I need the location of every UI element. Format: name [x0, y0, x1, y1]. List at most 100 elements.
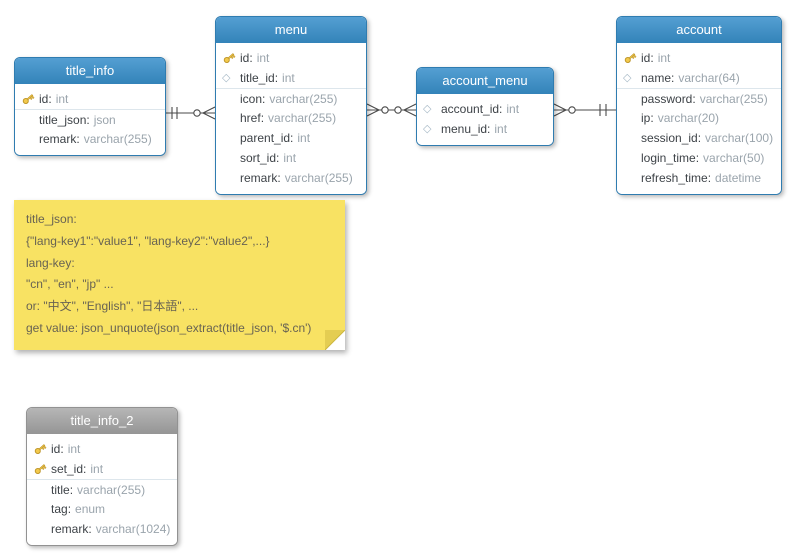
table-header[interactable]: account_menu — [417, 68, 553, 94]
entity-table-menu[interactable]: menu id int ◇ title_id int icon varchar(… — [215, 16, 367, 195]
field-row[interactable]: ◇ menu_id int — [417, 119, 553, 139]
field-name: refresh_time — [641, 171, 711, 185]
entity-table-account[interactable]: account id int ◇ name varchar(64) passwo… — [616, 16, 782, 195]
field-name: account_id — [441, 102, 502, 116]
field-type: json — [93, 112, 116, 127]
field-name: id — [641, 51, 654, 65]
field-type: varchar(255) — [83, 132, 152, 146]
field-type: int — [282, 71, 295, 85]
relationship-title_info-menu[interactable] — [166, 106, 216, 120]
field-name: title — [51, 483, 73, 497]
note-line: or: "中文", "English", "日本語", ... — [26, 299, 199, 314]
field-row[interactable]: refresh_time datetime — [617, 168, 781, 188]
field-row[interactable]: title_json json — [15, 109, 165, 129]
field-name: ip — [641, 111, 654, 125]
table-body: id int title_json json remark varchar(25… — [15, 84, 165, 155]
field-name: login_time — [641, 151, 699, 165]
note-line: lang-key: — [26, 255, 75, 270]
field-name: href — [240, 111, 264, 125]
relationship-account_menu-account[interactable] — [553, 103, 616, 117]
field-name: id — [51, 442, 64, 456]
field-name: name — [641, 71, 674, 85]
field-row[interactable]: ◇ title_id int — [216, 68, 366, 88]
note-line: "cn", "en", "jp" ... — [26, 277, 114, 292]
field-row[interactable]: login_time varchar(50) — [617, 148, 781, 168]
sticky-note[interactable]: title_json: {"lang-key1":"value1", "lang… — [14, 200, 345, 350]
field-row[interactable]: href varchar(255) — [216, 108, 366, 128]
field-name: remark — [240, 171, 281, 185]
foreign-key-diamond-icon: ◇ — [222, 71, 231, 84]
table-title: menu — [274, 22, 308, 37]
table-header[interactable]: account — [617, 17, 781, 43]
table-body: id int ◇ title_id int icon varchar(255) … — [216, 43, 366, 194]
key-icon — [33, 462, 51, 476]
field-row[interactable]: id int — [27, 439, 177, 459]
key-icon — [222, 51, 240, 65]
field-row[interactable]: parent_id int — [216, 128, 366, 148]
field-name: sort_id — [240, 151, 279, 165]
entity-table-title_info[interactable]: title_info id int title_json json remark… — [14, 57, 166, 156]
field-type: varchar(50) — [703, 151, 765, 165]
key-icon — [623, 51, 641, 65]
entity-table-account_menu[interactable]: account_menu ◇ account_id int ◇ menu_id … — [416, 67, 554, 146]
field-type: int — [55, 92, 69, 106]
field-name: tag — [51, 502, 71, 516]
field-name: set_id — [51, 462, 86, 476]
field-row[interactable]: id int — [216, 48, 366, 68]
field-row[interactable]: ip varchar(20) — [617, 108, 781, 128]
field-row[interactable]: title varchar(255) — [27, 479, 177, 499]
field-row[interactable]: remark varchar(255) — [15, 129, 165, 149]
field-row[interactable]: ◇ account_id int — [417, 99, 553, 119]
field-type: varchar(255) — [269, 91, 338, 106]
table-header[interactable]: title_info — [15, 58, 165, 84]
table-header[interactable]: menu — [216, 17, 366, 43]
field-row[interactable]: id int — [617, 48, 781, 68]
field-name: remark — [51, 522, 92, 536]
entity-table-title_info_2[interactable]: title_info_2 id int set_id int title var — [26, 407, 178, 546]
field-row[interactable]: password varchar(255) — [617, 88, 781, 108]
field-type: varchar(20) — [657, 111, 720, 125]
field-type: int — [256, 51, 270, 65]
field-row[interactable]: sort_id int — [216, 148, 366, 168]
field-type: int — [506, 102, 520, 116]
field-row[interactable]: set_id int — [27, 459, 177, 479]
field-name: id — [39, 92, 52, 106]
table-body: ◇ account_id int ◇ menu_id int — [417, 94, 553, 145]
field-row[interactable]: tag enum — [27, 499, 177, 519]
field-type: int — [657, 51, 671, 65]
field-name: id — [240, 51, 253, 65]
field-type: int — [494, 122, 508, 136]
field-name: parent_id — [240, 131, 293, 145]
field-row[interactable]: remark varchar(1024) — [27, 519, 177, 539]
note-fold-corner — [325, 330, 345, 350]
field-type: int — [283, 151, 297, 165]
field-name: title_id — [240, 71, 278, 85]
note-line: title_json: — [26, 212, 77, 226]
field-type: varchar(100) — [705, 131, 774, 145]
field-row[interactable]: remark varchar(255) — [216, 168, 366, 188]
field-name: title_json — [39, 113, 90, 127]
field-type: varchar(255) — [699, 91, 768, 106]
foreign-key-diamond-icon: ◇ — [423, 122, 432, 135]
field-name: session_id — [641, 131, 701, 145]
table-title: title_info — [65, 63, 115, 78]
field-row[interactable]: ◇ name varchar(64) — [617, 68, 781, 88]
field-row[interactable]: id int — [15, 89, 165, 109]
field-row[interactable]: icon varchar(255) — [216, 88, 366, 108]
field-name: menu_id — [441, 122, 490, 136]
table-title: account_menu — [442, 73, 528, 88]
foreign-key-diamond-icon: ◇ — [623, 71, 632, 84]
relationship-menu-account_menu[interactable] — [366, 103, 417, 117]
field-type: varchar(64) — [678, 71, 740, 85]
table-title: title_info_2 — [70, 413, 134, 428]
field-type: varchar(255) — [77, 482, 146, 497]
key-icon — [33, 442, 51, 456]
field-row[interactable]: session_id varchar(100) — [617, 128, 781, 148]
table-header[interactable]: title_info_2 — [27, 408, 177, 434]
table-title: account — [676, 22, 722, 37]
note-line: {"lang-key1":"value1", "lang-key2":"valu… — [26, 233, 270, 248]
foreign-key-diamond-icon: ◇ — [423, 102, 432, 115]
field-name: password — [641, 92, 696, 106]
field-name: remark — [39, 132, 80, 146]
